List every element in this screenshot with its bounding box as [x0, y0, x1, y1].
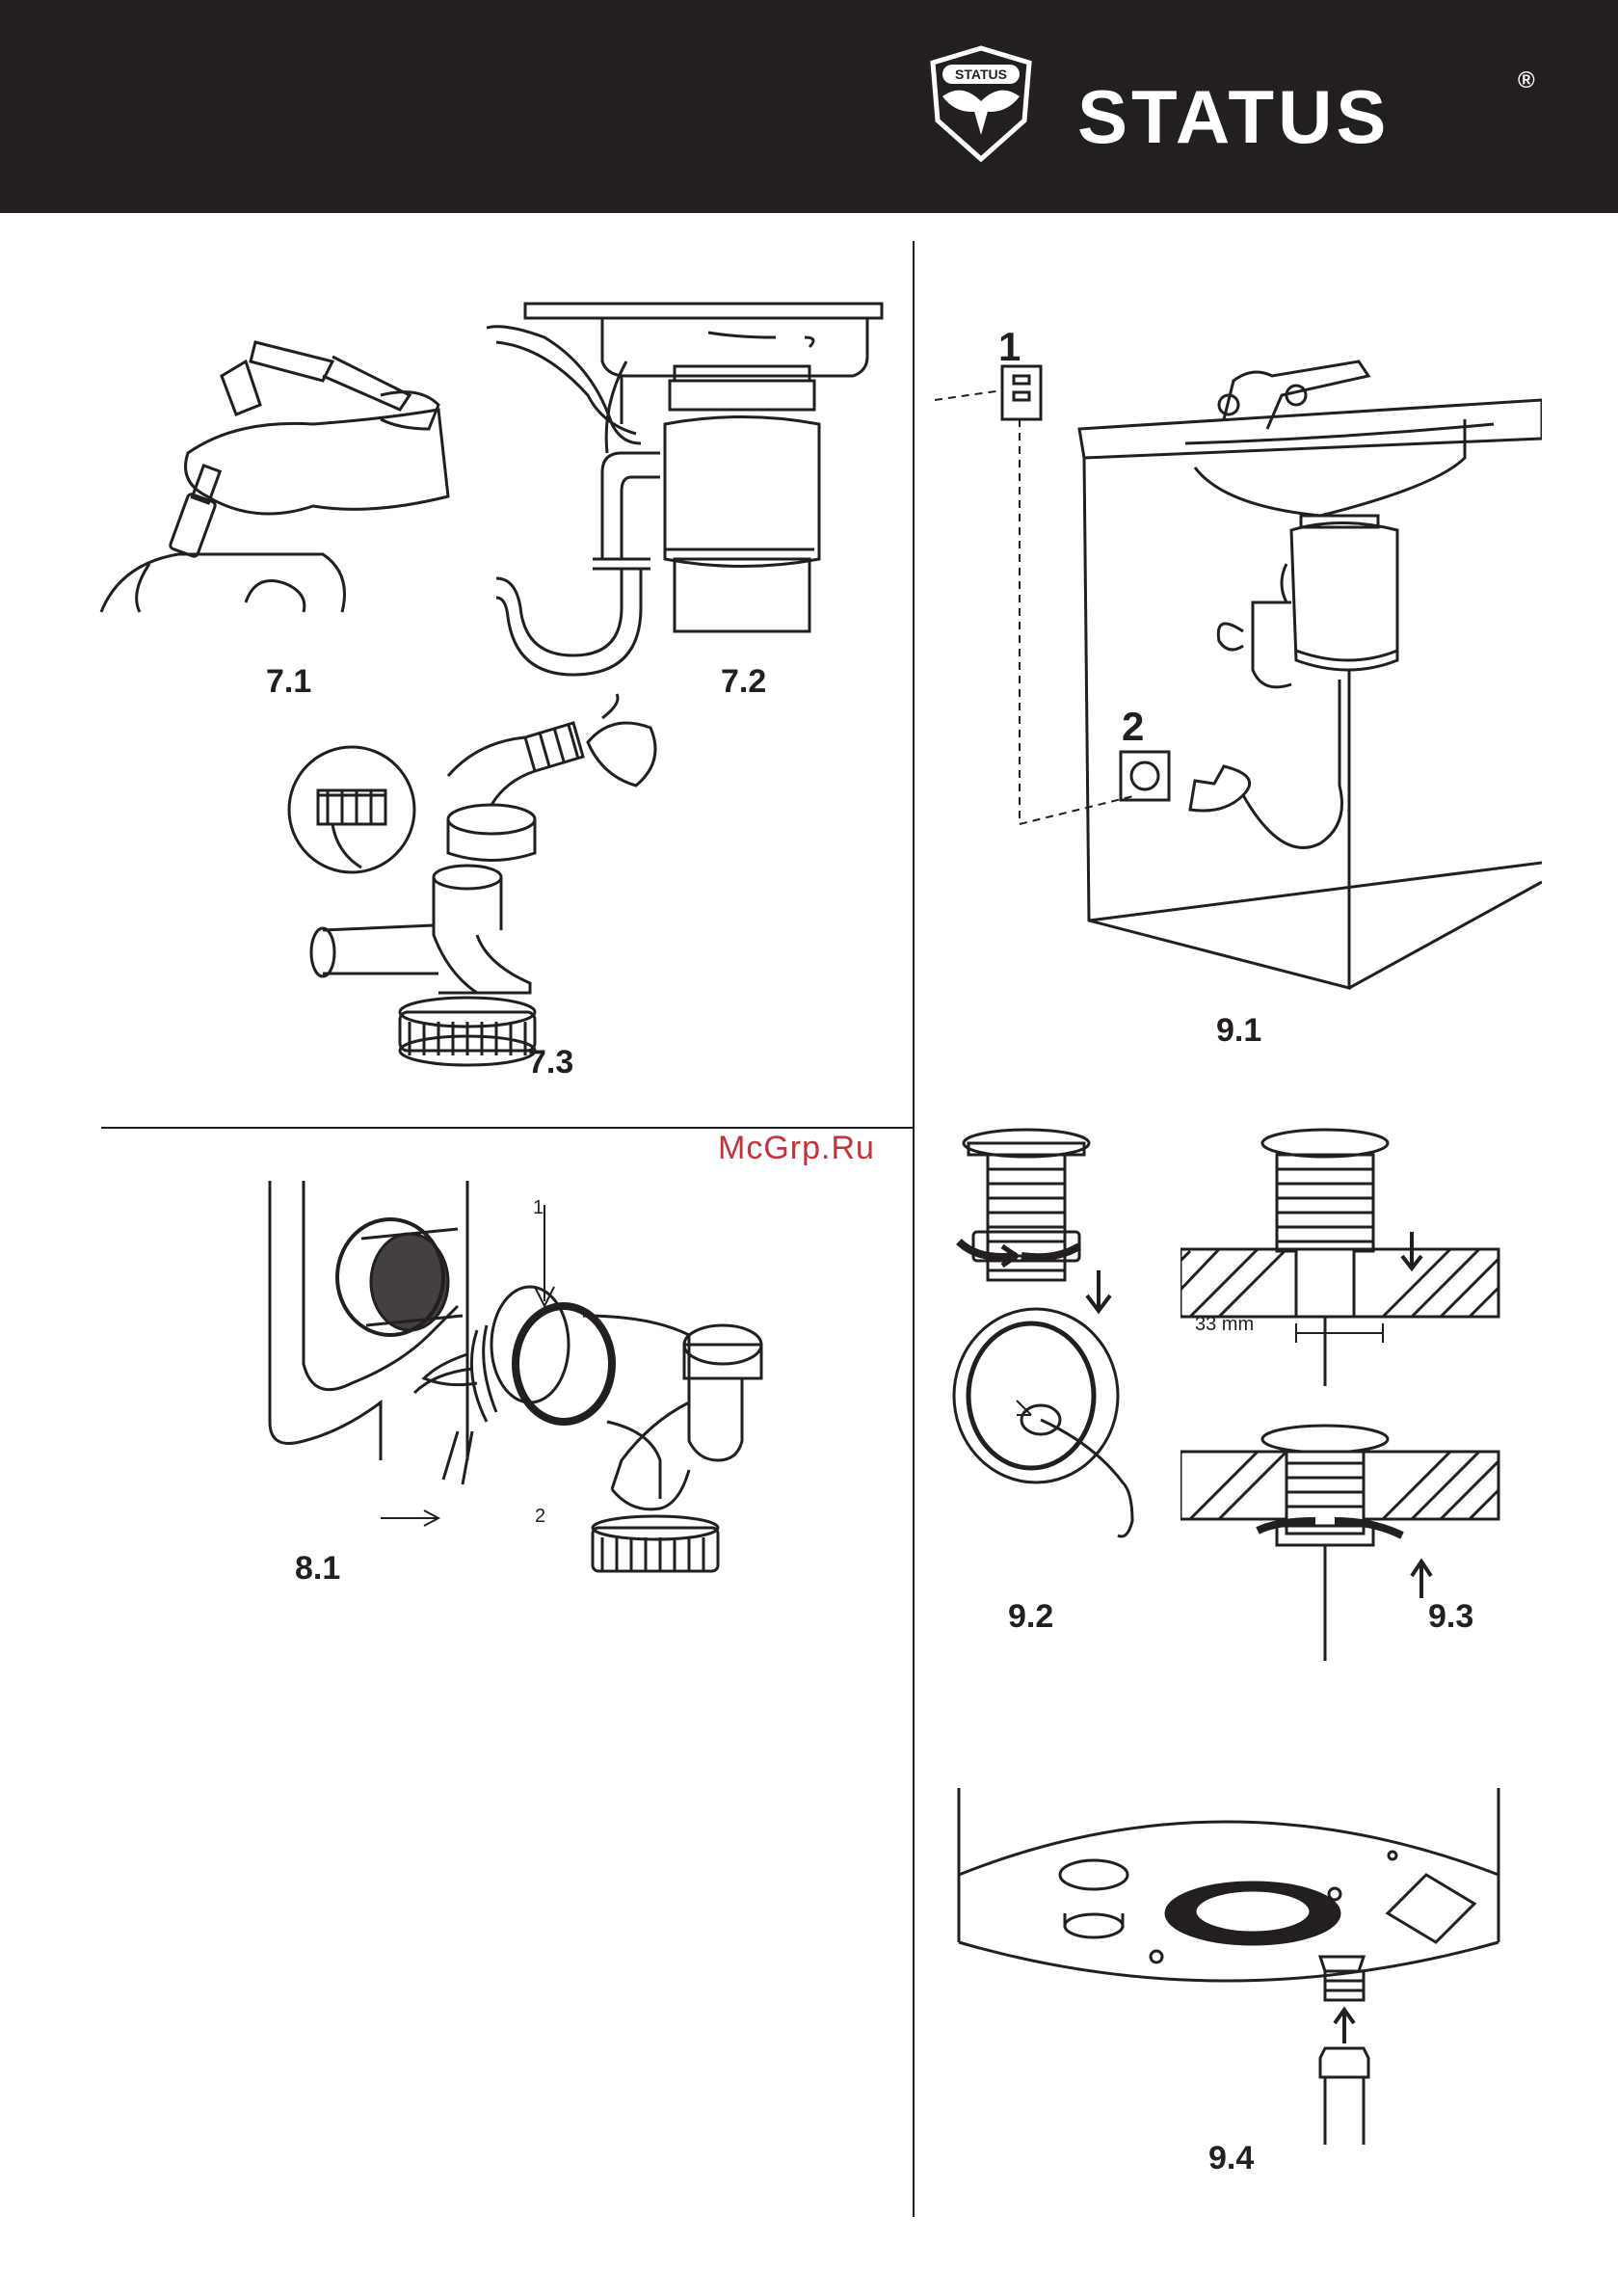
- figure-label-8-1: 8.1: [295, 1550, 340, 1588]
- figure-label-7-3: 7.3: [528, 1044, 573, 1081]
- callout-8-1-two: 2: [535, 1506, 545, 1528]
- figure-label-9-4: 9.4: [1208, 2140, 1254, 2177]
- figure-7-2-illustration: [487, 299, 891, 684]
- figure-7-3-illustration: [284, 684, 689, 1089]
- callout-9-1-two: 2: [1122, 704, 1144, 750]
- logo-text: STATUS: [955, 67, 1007, 82]
- figure-label-9-3: 9.3: [1428, 1598, 1473, 1636]
- figure-label-9-2: 9.2: [1008, 1598, 1053, 1636]
- dimension-33mm: 33 mm: [1195, 1314, 1254, 1336]
- brand-name: STATUS: [1077, 79, 1390, 154]
- figure-9-1-illustration: [935, 323, 1542, 1017]
- callout-9-1-one: 1: [998, 324, 1021, 370]
- figure-9-3-illustration: [1180, 1126, 1508, 1666]
- section-divider: [101, 1127, 913, 1129]
- registered-mark: ®: [1518, 67, 1535, 94]
- callout-8-1-one: 1: [533, 1197, 544, 1219]
- watermark: McGrp.Ru: [718, 1130, 875, 1167]
- figure-9-4-illustration: [954, 1778, 1513, 2145]
- figure-label-9-1: 9.1: [1216, 1012, 1261, 1050]
- column-divider: [913, 241, 915, 2217]
- figure-7-1-illustration: [92, 304, 458, 622]
- eagle-shield-logo: STATUS: [914, 43, 1048, 169]
- header-bar: STATUS STATUS ®: [0, 0, 1618, 213]
- figure-9-2-illustration: [949, 1126, 1171, 1598]
- figure-label-7-2: 7.2: [721, 663, 766, 701]
